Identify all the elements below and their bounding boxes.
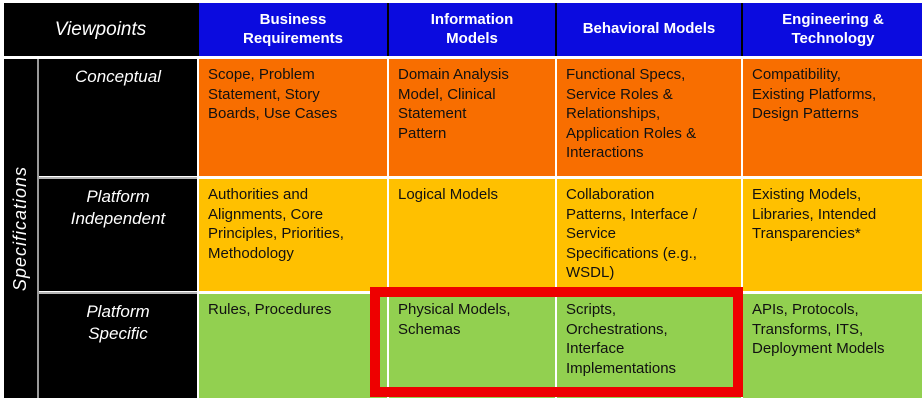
- cell-conceptual-information-models: Domain Analysis Model, Clinical Statemen…: [389, 59, 555, 176]
- cell-conceptual-engineering-technology: Compatibility, Existing Platforms, Desig…: [743, 59, 922, 176]
- row-label-platform-specific: Platform Specific: [39, 294, 197, 398]
- cell-platform-independent-information-models: Logical Models: [389, 179, 555, 291]
- cell-platform-specific-behavioral-models: Scripts, Orchestrations, Interface Imple…: [557, 294, 741, 398]
- specifications-side-strip: Specifications: [4, 59, 37, 398]
- row-label-conceptual: Conceptual: [39, 59, 197, 176]
- cell-platform-independent-business-requirements: Authorities and Alignments, Core Princip…: [199, 179, 387, 291]
- cell-conceptual-behavioral-models: Functional Specs, Service Roles & Relati…: [557, 59, 741, 176]
- cell-platform-independent-engineering-technology: Existing Models, Libraries, Intended Tra…: [743, 179, 922, 291]
- cell-platform-specific-engineering-technology: APIs, Protocols, Transforms, ITS, Deploy…: [743, 294, 922, 398]
- specifications-label: Specifications: [10, 165, 30, 292]
- column-header-business-requirements: Business Requirements: [199, 3, 387, 56]
- specifications-viewpoints-matrix: Viewpoints Business Requirements Informa…: [4, 3, 922, 398]
- column-header-engineering-technology: Engineering & Technology: [743, 3, 922, 56]
- cell-platform-independent-behavioral-models: Collaboration Patterns, Interface / Serv…: [557, 179, 741, 291]
- cell-platform-specific-business-requirements: Rules, Procedures: [199, 294, 387, 398]
- row-label-platform-independent: Platform Independent: [39, 179, 197, 291]
- header-row: Viewpoints Business Requirements Informa…: [4, 3, 922, 56]
- column-header-behavioral-models: Behavioral Models: [557, 3, 741, 56]
- red-highlight-box: [370, 287, 743, 397]
- matrix-body: Specifications Conceptual Scope, Problem…: [4, 59, 922, 398]
- cell-conceptual-business-requirements: Scope, Problem Statement, Story Boards, …: [199, 59, 387, 176]
- viewpoints-label: Viewpoints: [54, 18, 147, 40]
- viewpoints-corner-cell: Viewpoints: [4, 3, 197, 56]
- cell-platform-specific-information-models: Physical Models, Schemas: [389, 294, 555, 398]
- column-header-information-models: Information Models: [389, 3, 555, 56]
